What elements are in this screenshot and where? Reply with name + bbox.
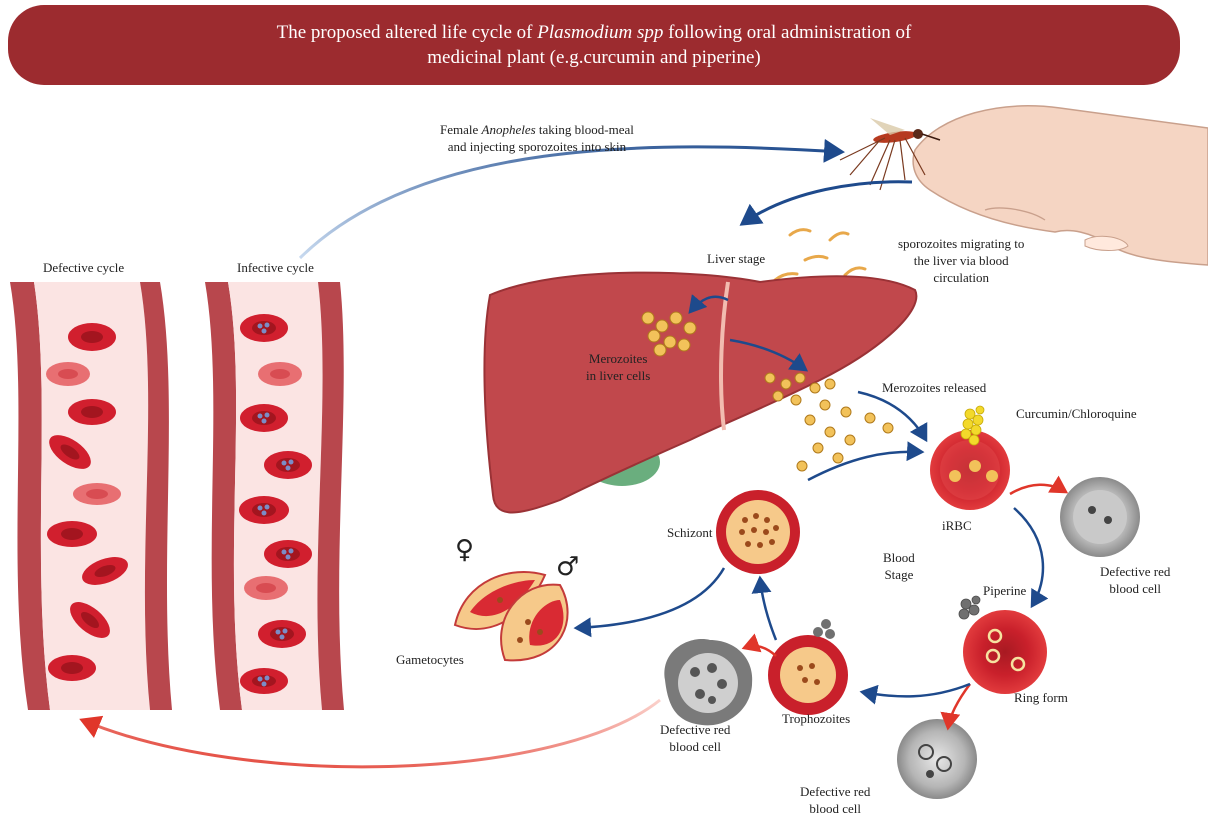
infective-cycle-label: Infective cycle [237, 259, 314, 276]
piperine-label: Piperine [983, 582, 1026, 599]
defective-cell-2 [664, 639, 752, 725]
defective-return-arrow [82, 700, 660, 767]
irbc-to-defective-arrow [1010, 485, 1066, 494]
mosquito-label-line-1: Female Anopheles taking blood-meal [440, 121, 634, 138]
defective-cell-1 [1060, 477, 1140, 557]
mosquito-label: Female Anopheles taking blood-meal and i… [440, 121, 634, 155]
mosquito-label-line-2: and injecting sporozoites into skin [440, 138, 634, 155]
ring-form-label: Ring form [1014, 689, 1068, 706]
liver [484, 273, 916, 513]
to-irbc-arrow [808, 452, 922, 480]
skin-to-liver-arrow [742, 182, 912, 224]
defective-cell-3 [897, 719, 977, 799]
piperine-molecule [959, 596, 980, 619]
ring-to-trophozoite-arrow [862, 684, 970, 696]
ring-form-cell [963, 610, 1047, 694]
liver-stage-label: Liver stage [707, 250, 765, 267]
defective-cycle-label: Defective cycle [43, 259, 124, 276]
curcumin-label: Curcumin/Chloroquine [1016, 405, 1137, 422]
schizont-to-gametocyte-arrow [576, 568, 724, 628]
schizont-label: Schizont [667, 524, 713, 541]
trophozoites-label: Trophozoites [782, 710, 850, 727]
schizont-cell [716, 490, 800, 574]
male-symbol: ♂ [556, 552, 579, 582]
irbc-label: iRBC [942, 517, 972, 534]
infection-arrow [300, 147, 842, 258]
female-symbol: ♀ [455, 535, 474, 565]
trophozoite-to-defective-arrow [744, 646, 776, 656]
trophozoite-cell [768, 619, 848, 715]
gametocytes-label: Gametocytes [396, 651, 464, 668]
trophozoite-to-schizont-arrow [760, 578, 776, 640]
merozoites-released-label: Merozoites released [882, 379, 986, 396]
